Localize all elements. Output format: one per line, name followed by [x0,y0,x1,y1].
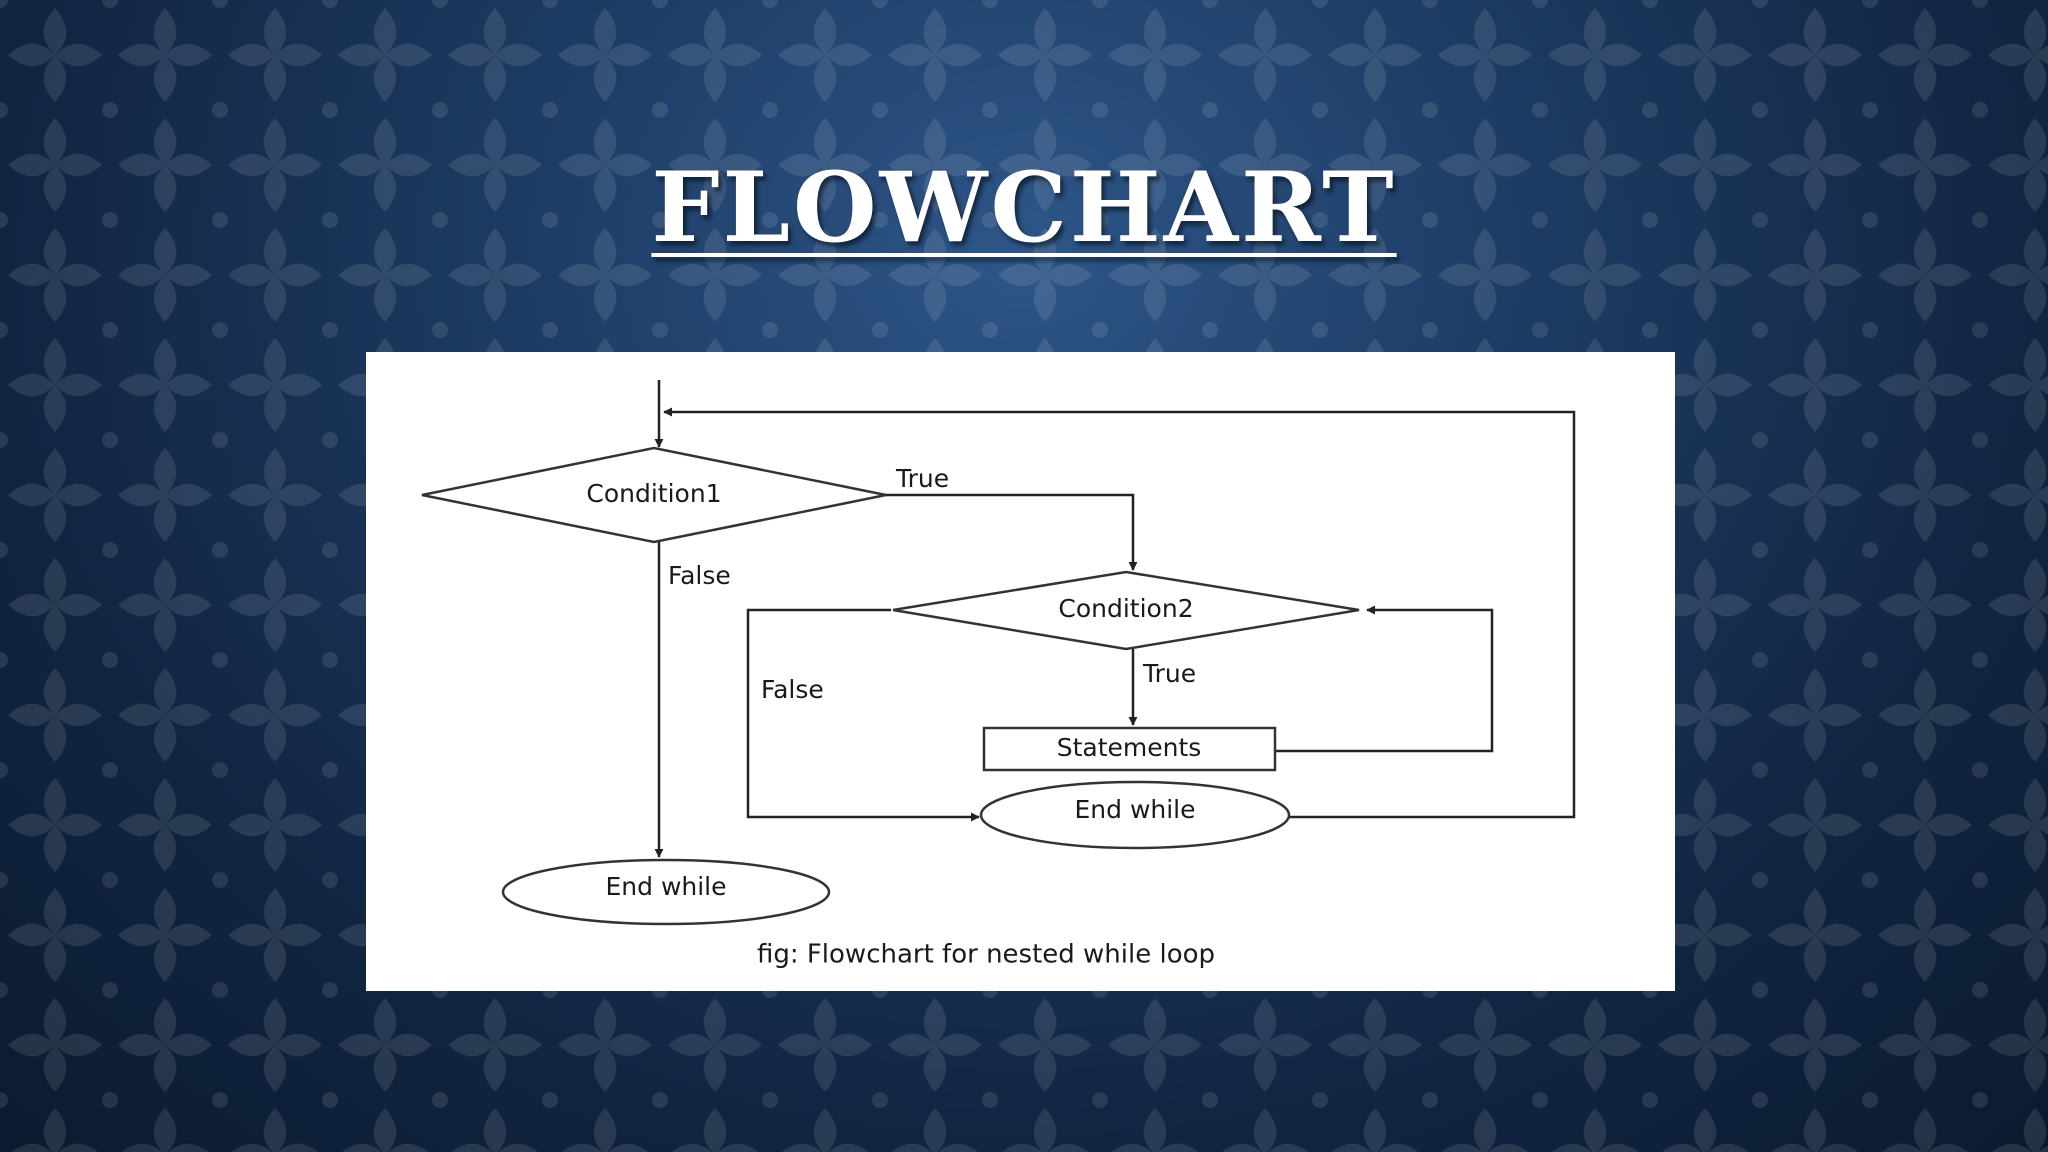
loop-back-inner-arrow [1275,605,1494,753]
end-while-outer-label: End while [605,872,726,901]
end-while-inner-label: End while [1074,795,1195,824]
loop-back-outer-arrow [663,407,1576,819]
end-while-inner-ellipse [979,780,1291,850]
c1-true-label: True [895,464,949,493]
condition1-label: Condition1 [586,479,721,508]
flowchart-diagram: Condition1 Condition2 Statements End whi… [421,380,1576,970]
condition1-diamond [421,446,887,544]
statements-box [982,726,1277,772]
c2-true-label: True [1142,659,1196,688]
c1-false-label: False [668,561,731,590]
statements-label: Statements [1057,733,1202,762]
flowchart-figure: Condition1 Condition2 Statements End whi… [366,352,1675,991]
figure-caption: fig: Flowchart for nested while loop [757,940,1215,970]
slide-title: FLOWCHART [651,151,1397,264]
c2-false-label: False [761,675,824,704]
end-while-outer-ellipse [501,858,831,926]
condition2-label: Condition2 [1058,594,1193,623]
c2-false-arrow [746,608,980,822]
c1-true-arrow [886,493,1138,571]
condition2-diamond [892,570,1360,651]
